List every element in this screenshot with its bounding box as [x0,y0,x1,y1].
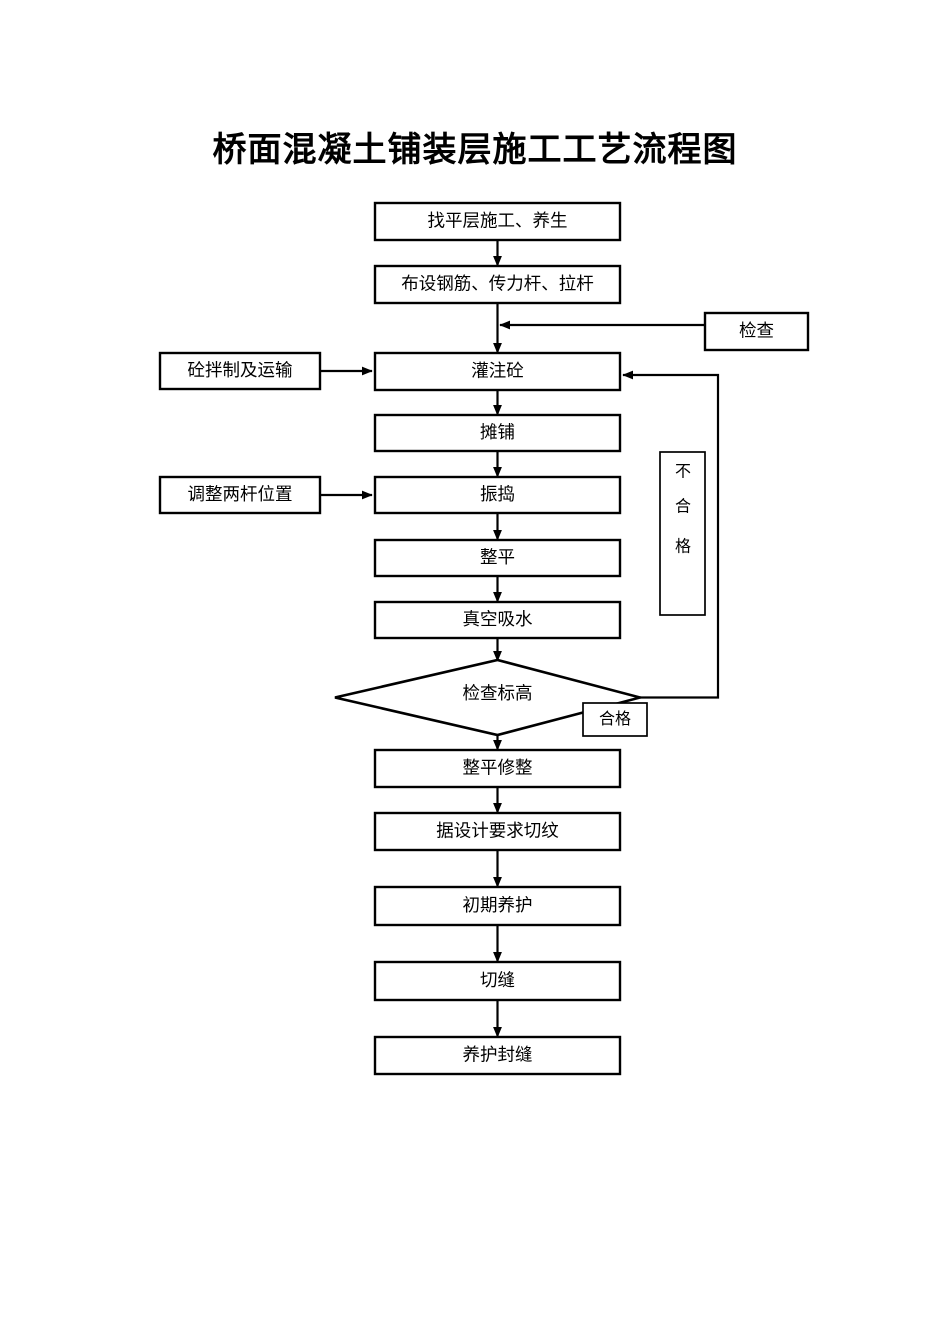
node-label: 养护封缝 [463,1045,533,1065]
node-label: 合格 [599,710,631,728]
node-rebar-layout[interactable]: 布设钢筋、传力杆、拉杆 [373,264,622,305]
node-label: 整平 [480,547,515,567]
node-label-char-3: 格 [675,538,691,556]
node-unqualified-label[interactable]: 不 合 格 [659,451,706,616]
node-curing-joint-sealing[interactable]: 养护封缝 [373,1035,622,1076]
node-concrete-pouring[interactable]: 灌注砼 [373,351,622,392]
node-label: 振捣 [480,484,515,504]
node-label: 灌注砼 [471,361,524,381]
node-inspection[interactable]: 检查 [703,311,810,352]
node-label: 真空吸水 [463,609,533,629]
node-qualified-label[interactable]: 合格 [582,702,648,737]
page-title: 桥面混凝土铺装层施工工艺流程图 [212,132,738,169]
node-vacuum-dewatering[interactable]: 真空吸水 [373,600,622,640]
connector-layer [320,240,720,1038]
node-label-char-2: 合 [675,498,691,516]
node-label: 切缝 [480,970,515,990]
node-leveling-finishing[interactable]: 整平修整 [373,748,622,789]
node-initial-curing[interactable]: 初期养护 [373,885,622,927]
node-joint-cutting[interactable]: 切缝 [373,960,622,1002]
node-leveling[interactable]: 整平 [373,538,622,578]
node-label: 摊铺 [480,422,515,442]
node-texturing-per-design[interactable]: 据设计要求切纹 [373,811,622,852]
node-label: 据设计要求切纹 [436,821,559,841]
node-concrete-mixing-transport[interactable]: 砼拌制及运输 [158,351,322,391]
node-spreading[interactable]: 摊铺 [373,413,622,453]
node-label: 找平层施工、养生 [428,211,568,231]
node-label: 检查 [739,321,774,341]
node-check-elevation[interactable]: 检查标高 [334,658,646,737]
node-adjust-bar-position[interactable]: 调整两杆位置 [158,475,322,515]
node-label: 砼拌制及运输 [188,360,293,380]
node-label: 布设钢筋、传力杆、拉杆 [401,274,594,294]
node-label-char-1: 不 [675,464,691,481]
node-vibrating[interactable]: 振捣 [373,475,622,515]
edge-n12-n5-feedback [622,370,720,699]
node-leveling-course[interactable]: 找平层施工、养生 [373,201,622,242]
node-label: 初期养护 [463,895,533,915]
node-label: 检查标高 [463,683,533,703]
node-label: 整平修整 [463,758,533,778]
node-label: 调整两杆位置 [188,484,293,504]
